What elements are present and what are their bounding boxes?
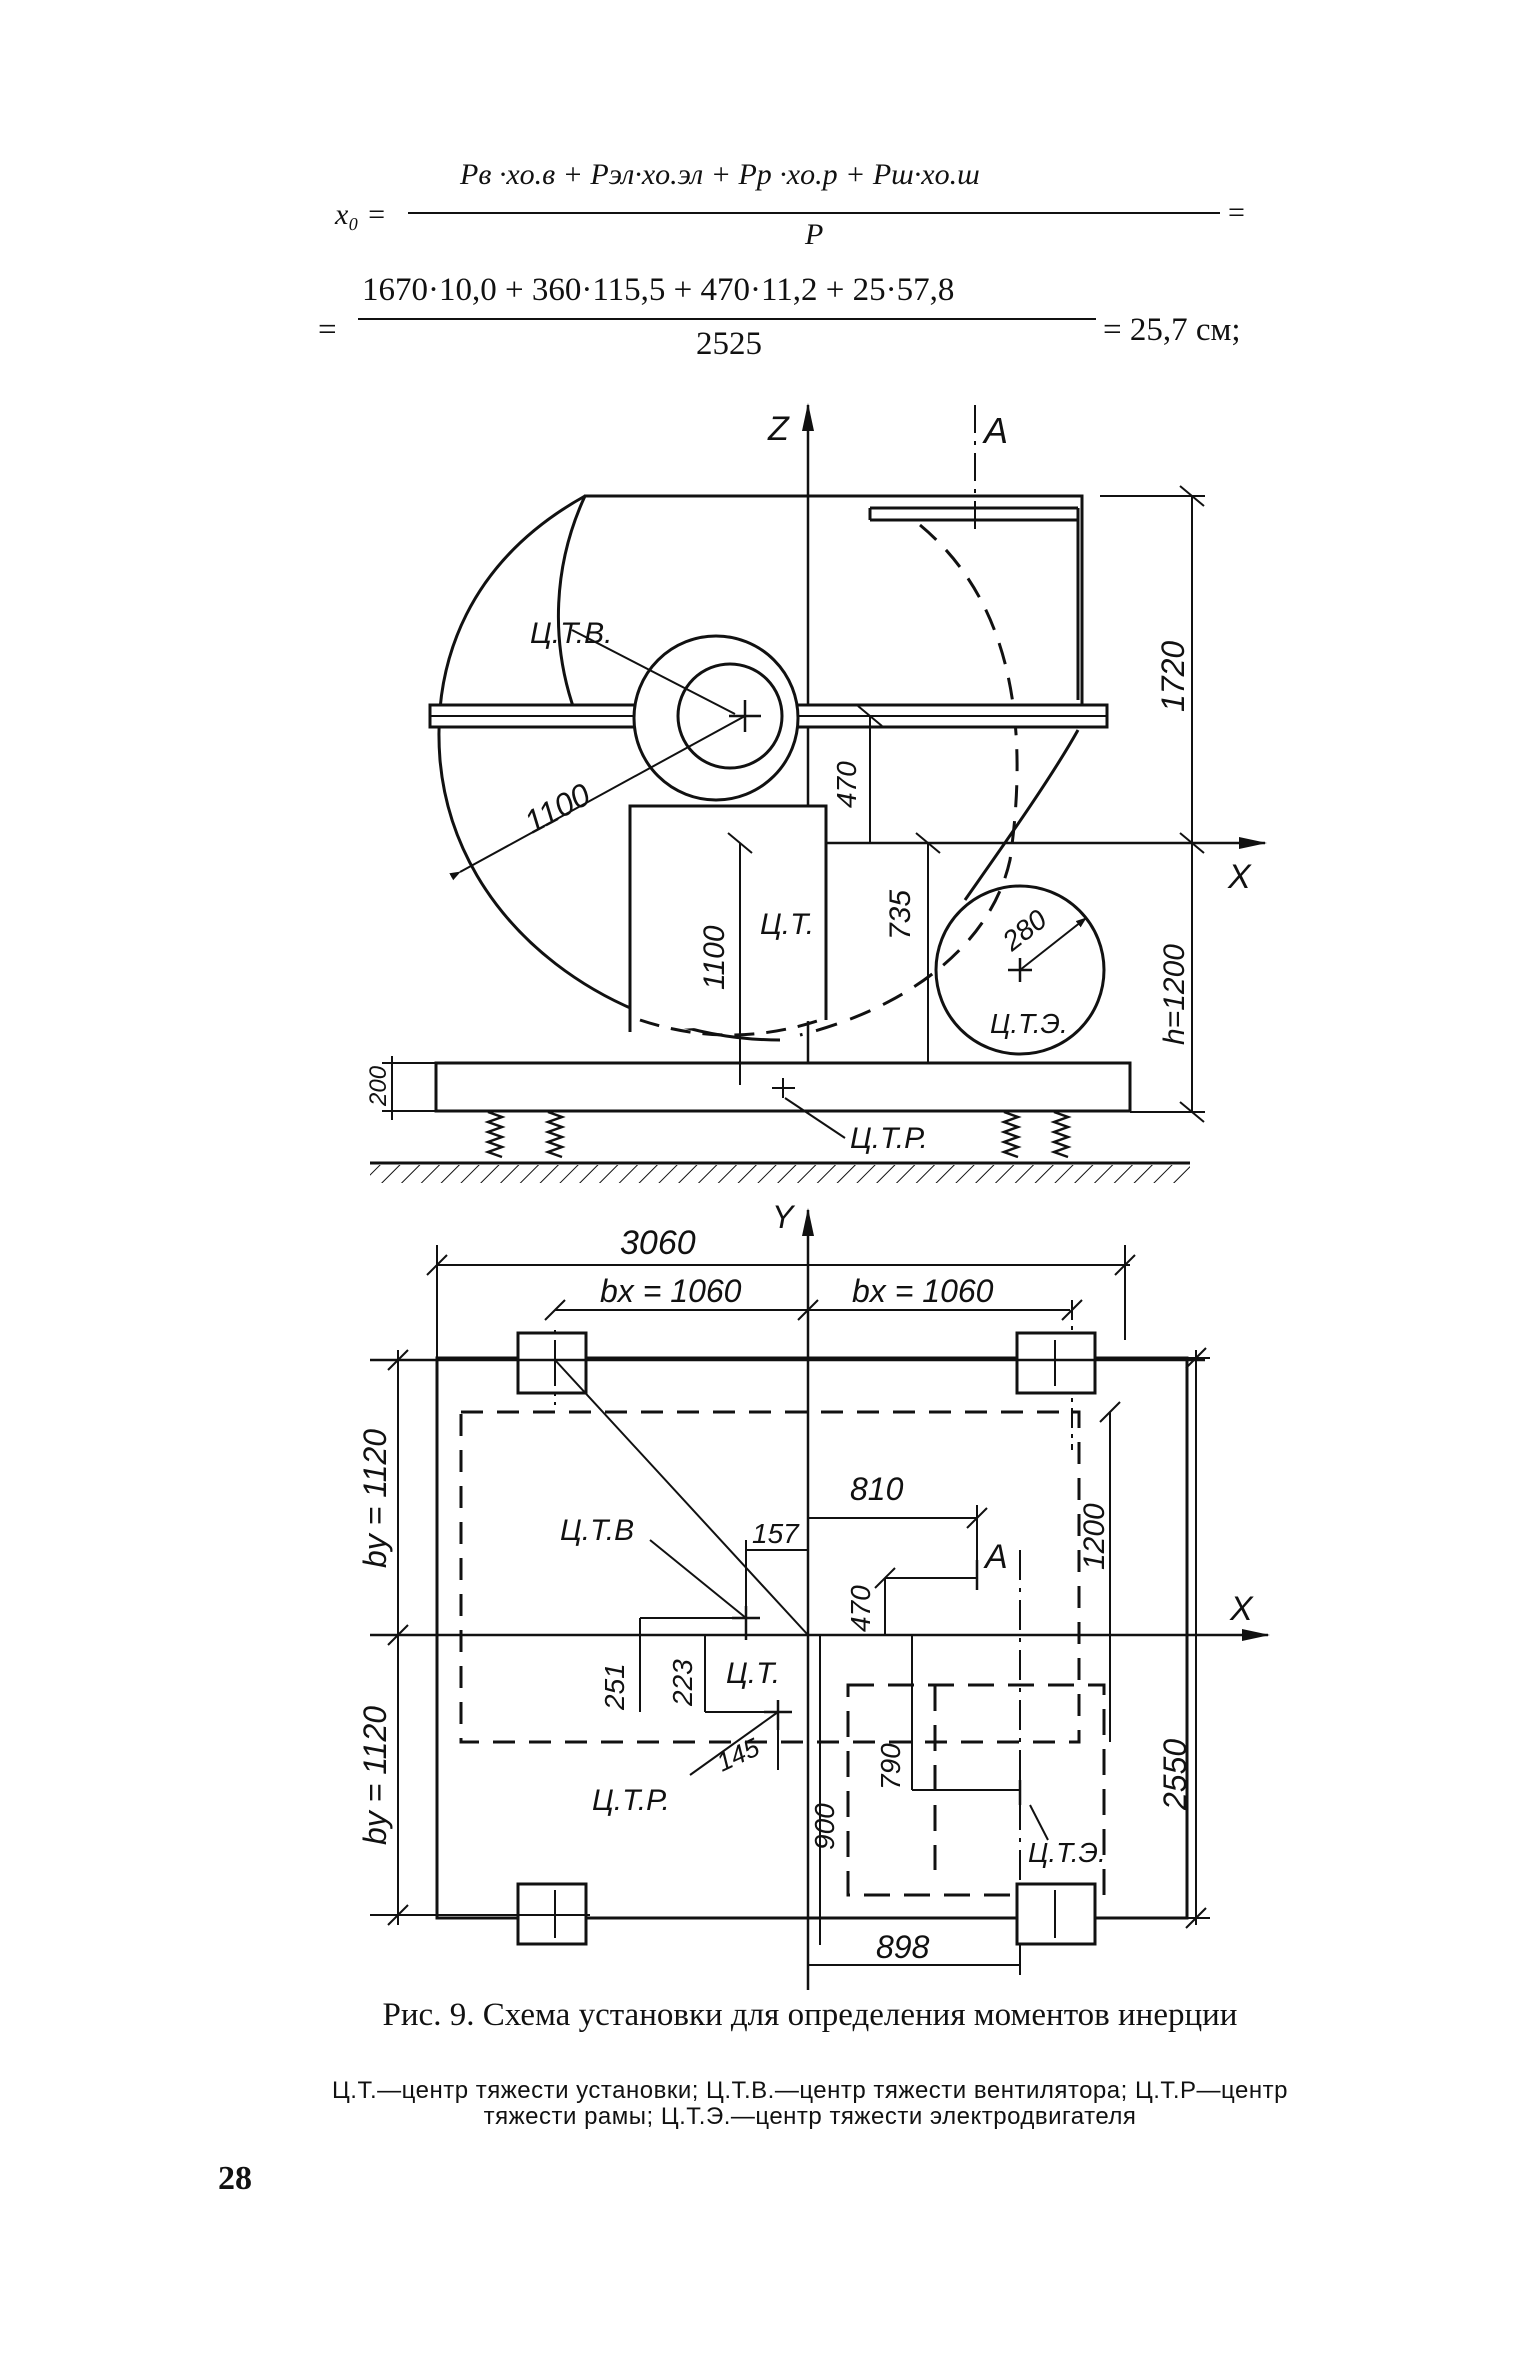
dim-1200-plan: 1200 [1078,1503,1111,1570]
dim-by-bottom: by = 1120 [357,1706,393,1845]
dim-h1200: h=1200 [1158,944,1191,1045]
plan-x-label: X [1229,1590,1254,1628]
formula-numeric-numerator: 1670·10,0 + 360·115,5 + 470·11,2 + 25·57… [362,272,955,308]
side-elevation [370,403,1267,1183]
label-cte-plan: Ц.Т.Э. [1028,1837,1106,1868]
formula-numeric-denominator: 2525 [696,326,762,362]
label-ctv-plan: Ц.Т.В [560,1514,634,1547]
label-ctr-plan: Ц.Т.Р. [592,1784,670,1817]
formula-lhs: x₀ = [335,198,387,231]
dim-bx-right: bx = 1060 [852,1273,994,1309]
dim-1720: 1720 [1155,641,1191,712]
dim-810: 810 [850,1471,904,1507]
plan-fan-outline [459,1410,1081,1744]
dim-790: 790 [875,1743,906,1790]
plan-y-label: Y [772,1199,796,1235]
dim-radius-1100: 1100 [518,776,596,840]
formula-eq-tail: = [1228,196,1245,229]
plan-a-label: A [983,1538,1008,1576]
dim-470-plan: 470 [845,1585,876,1632]
dim-735: 735 [884,890,917,940]
dim-1100-vertical: 1100 [698,925,731,990]
plan-view [370,1208,1270,1990]
formula-fraction-bar [408,212,1220,214]
mount-top-left [516,1331,588,1395]
elevation-z-label: Z [767,410,790,448]
label-ct-elevation: Ц.Т. [760,908,814,941]
fan-volute [556,494,1084,714]
dim-280: 280 [996,903,1053,957]
label-ctv-elevation: Ц.Т.В. [530,617,613,650]
dim-2550: 2550 [1157,1739,1193,1811]
dim-bx-left: bx = 1060 [600,1273,742,1309]
ground-hatch [370,1165,1190,1183]
dim-251: 251 [599,1663,630,1711]
plan-frame [435,1356,1189,1920]
elevation-x-label: X [1227,858,1252,896]
fan-outlet-dashed [799,523,1019,1037]
label-ctr-elevation: Ц.Т.Р. [850,1122,928,1155]
dim-157: 157 [752,1518,800,1549]
label-ct-plan: Ц.Т. [726,1657,780,1690]
fan-wheel-outer [632,634,800,802]
formula-denominator: P [805,218,824,251]
fan-wheel-inner [676,662,784,770]
dim-by-top: by = 1120 [357,1429,393,1568]
formula-numerator: Pв ·xо.в + Pэл·xо.эл + Pр ·xо.р + Pш·xо.… [460,158,980,191]
dim-470-elevation: 470 [831,761,862,808]
spring-mounts [484,1110,1072,1159]
dim-898: 898 [876,1929,930,1965]
formula-eq-lead: = [318,312,337,348]
figure-caption: Рис. 9. Схема установки для определения … [382,1997,1238,2033]
plan-motor-outline [846,1683,1106,1897]
fan-pedestal [628,804,828,1032]
page-number: 28 [218,2160,252,2197]
dim-900: 900 [809,1803,840,1850]
dim-3060: 3060 [620,1224,696,1262]
figure-legend: Ц.Т.—центр тяжести установки; Ц.Т.В.—цен… [332,2077,1288,2130]
elevation-a-label: A [982,410,1008,451]
formula-numeric-fraction-bar [358,318,1096,320]
dim-145: 145 [712,1732,764,1778]
dim-223: 223 [667,1659,698,1707]
label-cte-elevation: Ц.Т.Э. [990,1008,1068,1039]
dim-200: 200 [365,1065,392,1107]
formula-result: = 25,7 см; [1103,312,1241,348]
motor-circle [934,884,1106,1056]
